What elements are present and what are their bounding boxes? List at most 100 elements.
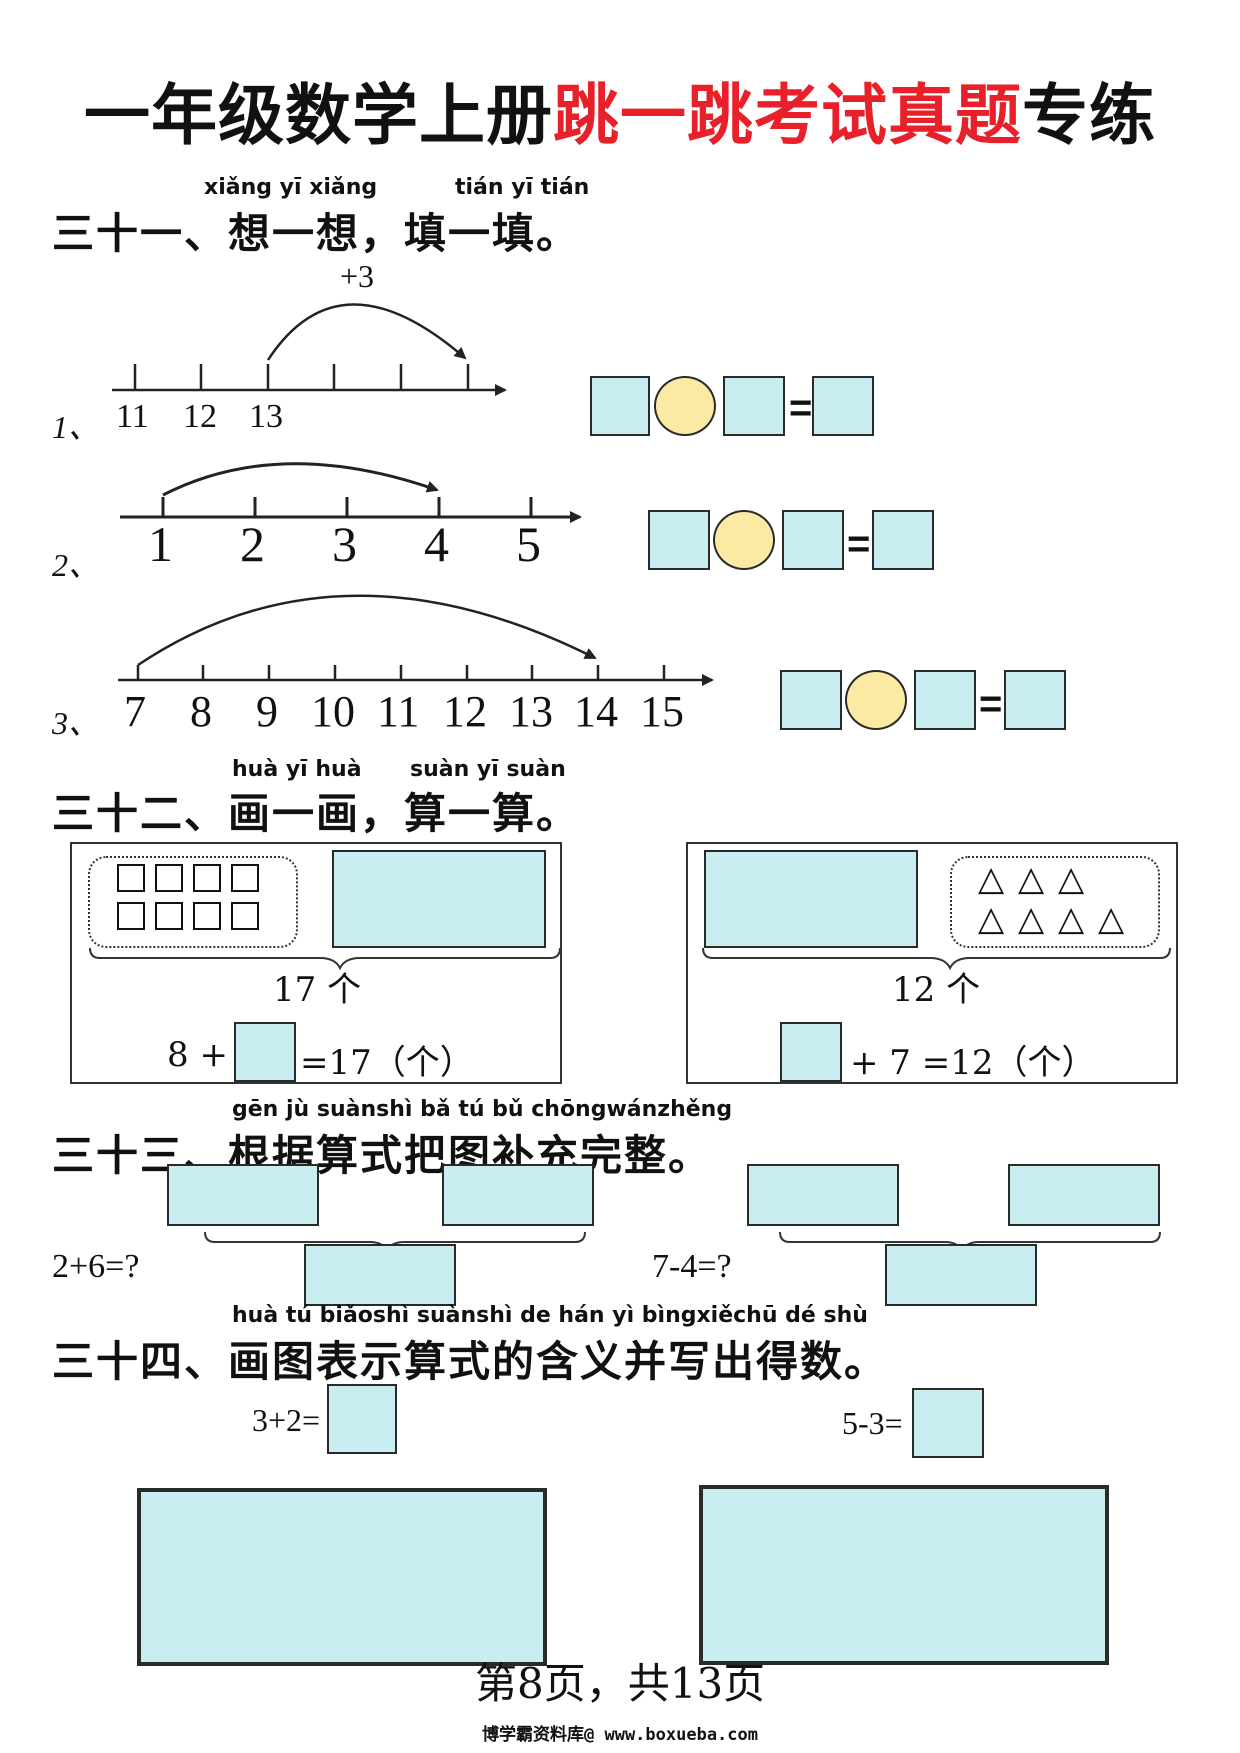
- tick-label: 12: [183, 398, 217, 435]
- title-part2: 跳一跳考试真题: [553, 76, 1022, 154]
- answer-box[interactable]: [885, 1244, 1037, 1306]
- draw-frame-right: [686, 842, 1178, 1084]
- sec33-heading: 三十三、根据算式把图补充完整。: [52, 1131, 713, 1180]
- square-icon: [155, 864, 183, 892]
- tick-label: 12: [443, 687, 487, 736]
- title-part3: 专练: [1022, 76, 1156, 154]
- answer-box[interactable]: [1004, 670, 1066, 730]
- drawing-area[interactable]: [699, 1485, 1109, 1665]
- tick-label: 13: [249, 398, 283, 435]
- equals-sign: =: [979, 682, 1003, 726]
- jump-arc-1: [266, 303, 467, 361]
- answer-box[interactable]: [914, 670, 976, 730]
- watermark: 博学霸资料库@ www.boxueba.com: [482, 1725, 758, 1745]
- sec32-heading: 三十二、画一画，算一算。: [52, 789, 581, 838]
- tick-label: 14: [574, 687, 618, 736]
- brace-right: [702, 947, 1171, 971]
- answer-box[interactable]: [327, 1384, 397, 1454]
- page-title: 一年级数学上册跳一跳考试真题专练: [0, 82, 1240, 148]
- sec31-pinyin-2: tián yī tián: [455, 175, 590, 200]
- triangle-icon: △: [978, 859, 1005, 899]
- jump-arc-3: [137, 594, 597, 667]
- triangle-icon: △: [1018, 899, 1045, 939]
- answer-box[interactable]: [872, 510, 934, 570]
- brace-left: [89, 947, 561, 971]
- equation-part: 8 +: [167, 1035, 228, 1075]
- answer-box[interactable]: [723, 376, 785, 436]
- equation-part: =17（个）: [300, 1043, 474, 1083]
- answer-box[interactable]: [812, 376, 874, 436]
- operator-circle[interactable]: [845, 670, 907, 730]
- item-1-label: 1、: [52, 409, 101, 445]
- triangle-icon: △: [978, 899, 1005, 939]
- operator-circle[interactable]: [654, 376, 716, 436]
- answer-box[interactable]: [780, 670, 842, 730]
- item-2-label: 2、: [52, 547, 101, 583]
- total-label: 12 个: [892, 970, 981, 1010]
- drawing-area[interactable]: [704, 850, 918, 948]
- triangle-icon: △: [1098, 899, 1125, 939]
- answer-box[interactable]: [442, 1164, 594, 1226]
- equation-part: + 7 =12（个）: [850, 1043, 1096, 1083]
- tick-label: 2: [240, 516, 265, 572]
- sec33-left-equation: 2+6=?: [52, 1248, 140, 1285]
- answer-box[interactable]: [782, 510, 844, 570]
- jump-label: +3: [340, 258, 375, 294]
- tick-label: 11: [116, 398, 149, 435]
- sec33-pinyin: gēn jù suànshì bǎ tú bǔ chōngwánzhěng: [232, 1097, 733, 1122]
- tick-label: 7: [124, 687, 146, 736]
- answer-box[interactable]: [912, 1388, 984, 1458]
- total-label: 17 个: [273, 970, 362, 1010]
- title-part1: 一年级数学上册: [84, 76, 553, 154]
- sec31-heading: 三十一、想一想，填一填。: [52, 209, 581, 258]
- drawing-area[interactable]: [332, 850, 546, 948]
- answer-box[interactable]: [1008, 1164, 1160, 1226]
- drawing-area[interactable]: [137, 1488, 547, 1666]
- tick-label: 8: [190, 687, 212, 736]
- answer-box[interactable]: [747, 1164, 899, 1226]
- square-icon: [193, 902, 221, 930]
- tick-label: 1: [148, 516, 173, 572]
- number-line-1: [112, 303, 507, 396]
- equals-sign: =: [789, 386, 813, 430]
- tick-label: 13: [509, 687, 553, 736]
- square-icon: [117, 864, 145, 892]
- tick-label: 9: [256, 687, 278, 736]
- number-line-3: [118, 594, 714, 686]
- sec34-right-equation: 5-3=: [842, 1405, 903, 1441]
- jump-arc-2: [162, 462, 439, 497]
- tick-label: 4: [424, 516, 449, 572]
- square-icon: [231, 864, 259, 892]
- triangle-icon: △: [1018, 859, 1045, 899]
- item-3-label: 3、: [52, 705, 101, 741]
- page-number: 第8页，共13页: [475, 1659, 766, 1708]
- equals-sign: =: [847, 522, 871, 566]
- triangle-icon: △: [1058, 899, 1085, 939]
- tick-label: 15: [640, 687, 684, 736]
- dotted-group-triangles: [950, 856, 1160, 948]
- sec34-left-equation: 3+2=: [252, 1402, 321, 1438]
- square-icon: [193, 864, 221, 892]
- answer-box[interactable]: [648, 510, 710, 570]
- answer-box[interactable]: [234, 1022, 296, 1082]
- number-line-2: [120, 462, 582, 523]
- sec33-right-equation: 7-4=?: [652, 1248, 732, 1285]
- sec31-pinyin-1: xiǎng yī xiǎng: [204, 175, 378, 200]
- sec32-pinyin-2: suàn yī suàn: [410, 757, 566, 782]
- draw-frame-left: [70, 842, 562, 1084]
- answer-box[interactable]: [167, 1164, 319, 1226]
- operator-circle[interactable]: [713, 510, 775, 570]
- sec34-pinyin: huà tú biǎoshì suànshì de hán yì bìngxiě…: [232, 1303, 868, 1328]
- tick-label: 10: [311, 687, 355, 736]
- square-icon: [117, 902, 145, 930]
- tick-label: 5: [516, 516, 541, 572]
- dotted-group-squares: [88, 856, 298, 948]
- square-icon: [231, 902, 259, 930]
- answer-box[interactable]: [590, 376, 650, 436]
- answer-box[interactable]: [304, 1244, 456, 1306]
- answer-box[interactable]: [780, 1022, 842, 1082]
- tick-label: 11: [377, 687, 420, 736]
- tick-label: 3: [332, 516, 357, 572]
- sec32-pinyin-1: huà yī huà: [232, 757, 362, 782]
